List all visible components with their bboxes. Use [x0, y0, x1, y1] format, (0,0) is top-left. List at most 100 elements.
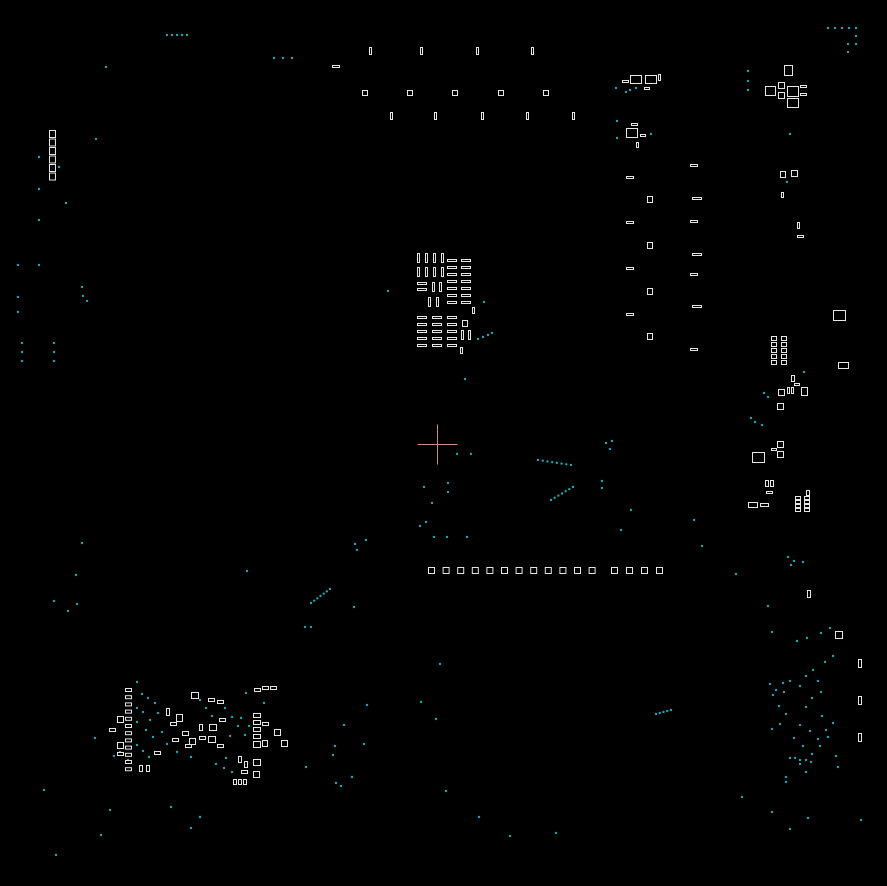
via: [624, 90, 628, 94]
via: [135, 706, 139, 710]
via: [792, 736, 796, 740]
pad: [244, 761, 248, 768]
pad: [154, 751, 161, 755]
pad: [626, 176, 634, 179]
pad: [631, 123, 638, 126]
via: [214, 762, 218, 766]
pad: [447, 294, 457, 297]
via: [303, 625, 307, 629]
via: [785, 180, 789, 184]
via: [147, 755, 151, 759]
pad: [777, 441, 784, 448]
pad: [636, 142, 639, 148]
via: [781, 681, 785, 685]
pad: [109, 728, 116, 732]
via: [37, 263, 41, 267]
pad: [281, 740, 288, 747]
via: [228, 734, 232, 738]
pad: [125, 731, 132, 736]
pad: [530, 567, 538, 574]
pad: [238, 756, 242, 763]
via: [784, 775, 788, 779]
via: [342, 723, 346, 727]
via: [169, 805, 173, 809]
via: [819, 690, 823, 694]
via: [846, 42, 850, 46]
via: [762, 391, 766, 395]
pad: [209, 724, 217, 731]
pad: [442, 567, 450, 574]
pad: [417, 330, 427, 333]
pad: [49, 155, 56, 164]
via: [476, 337, 480, 341]
pad: [752, 452, 765, 463]
pad: [791, 387, 794, 394]
via: [806, 816, 810, 820]
via: [146, 696, 150, 700]
pad: [804, 500, 810, 504]
pad: [765, 480, 769, 487]
via: [546, 460, 549, 463]
via: [364, 538, 368, 542]
pad: [432, 323, 442, 326]
via: [151, 735, 155, 739]
via: [20, 341, 24, 345]
via: [746, 79, 750, 83]
pad: [243, 779, 247, 785]
pad: [417, 316, 427, 319]
via: [198, 698, 202, 702]
pad: [462, 320, 468, 327]
via: [802, 370, 806, 374]
via: [809, 760, 813, 764]
via: [840, 26, 844, 30]
via: [771, 693, 775, 697]
via: [816, 679, 820, 683]
via: [64, 201, 68, 205]
via: [788, 756, 792, 760]
pad: [447, 266, 457, 269]
via: [245, 569, 249, 573]
pad: [795, 504, 801, 508]
pad: [182, 731, 189, 736]
via: [165, 33, 169, 37]
pad: [217, 744, 224, 748]
via: [808, 729, 812, 733]
pad: [471, 567, 479, 574]
via: [144, 728, 148, 732]
pad: [425, 267, 428, 277]
pad: [428, 567, 435, 574]
via: [634, 86, 638, 90]
pad: [515, 567, 523, 574]
via: [662, 710, 665, 714]
via: [490, 331, 494, 335]
pad: [270, 686, 277, 690]
pad: [858, 696, 862, 705]
pad: [800, 93, 807, 96]
pad: [658, 74, 661, 81]
via: [52, 341, 56, 345]
pad: [417, 267, 420, 277]
pad: [253, 771, 260, 778]
via: [555, 461, 559, 465]
pad: [804, 508, 810, 512]
pad: [481, 112, 484, 120]
via: [108, 808, 112, 812]
via: [185, 33, 189, 37]
via: [740, 795, 744, 799]
via: [204, 706, 208, 710]
pad: [447, 259, 457, 262]
via: [223, 706, 227, 710]
pad: [784, 65, 793, 76]
pad: [432, 337, 442, 340]
via: [770, 630, 774, 634]
via: [20, 359, 24, 363]
pad: [771, 354, 777, 359]
via: [649, 132, 653, 136]
via: [810, 696, 814, 700]
via: [16, 310, 20, 314]
pad: [452, 90, 458, 96]
via: [477, 815, 481, 819]
pad: [476, 47, 479, 55]
